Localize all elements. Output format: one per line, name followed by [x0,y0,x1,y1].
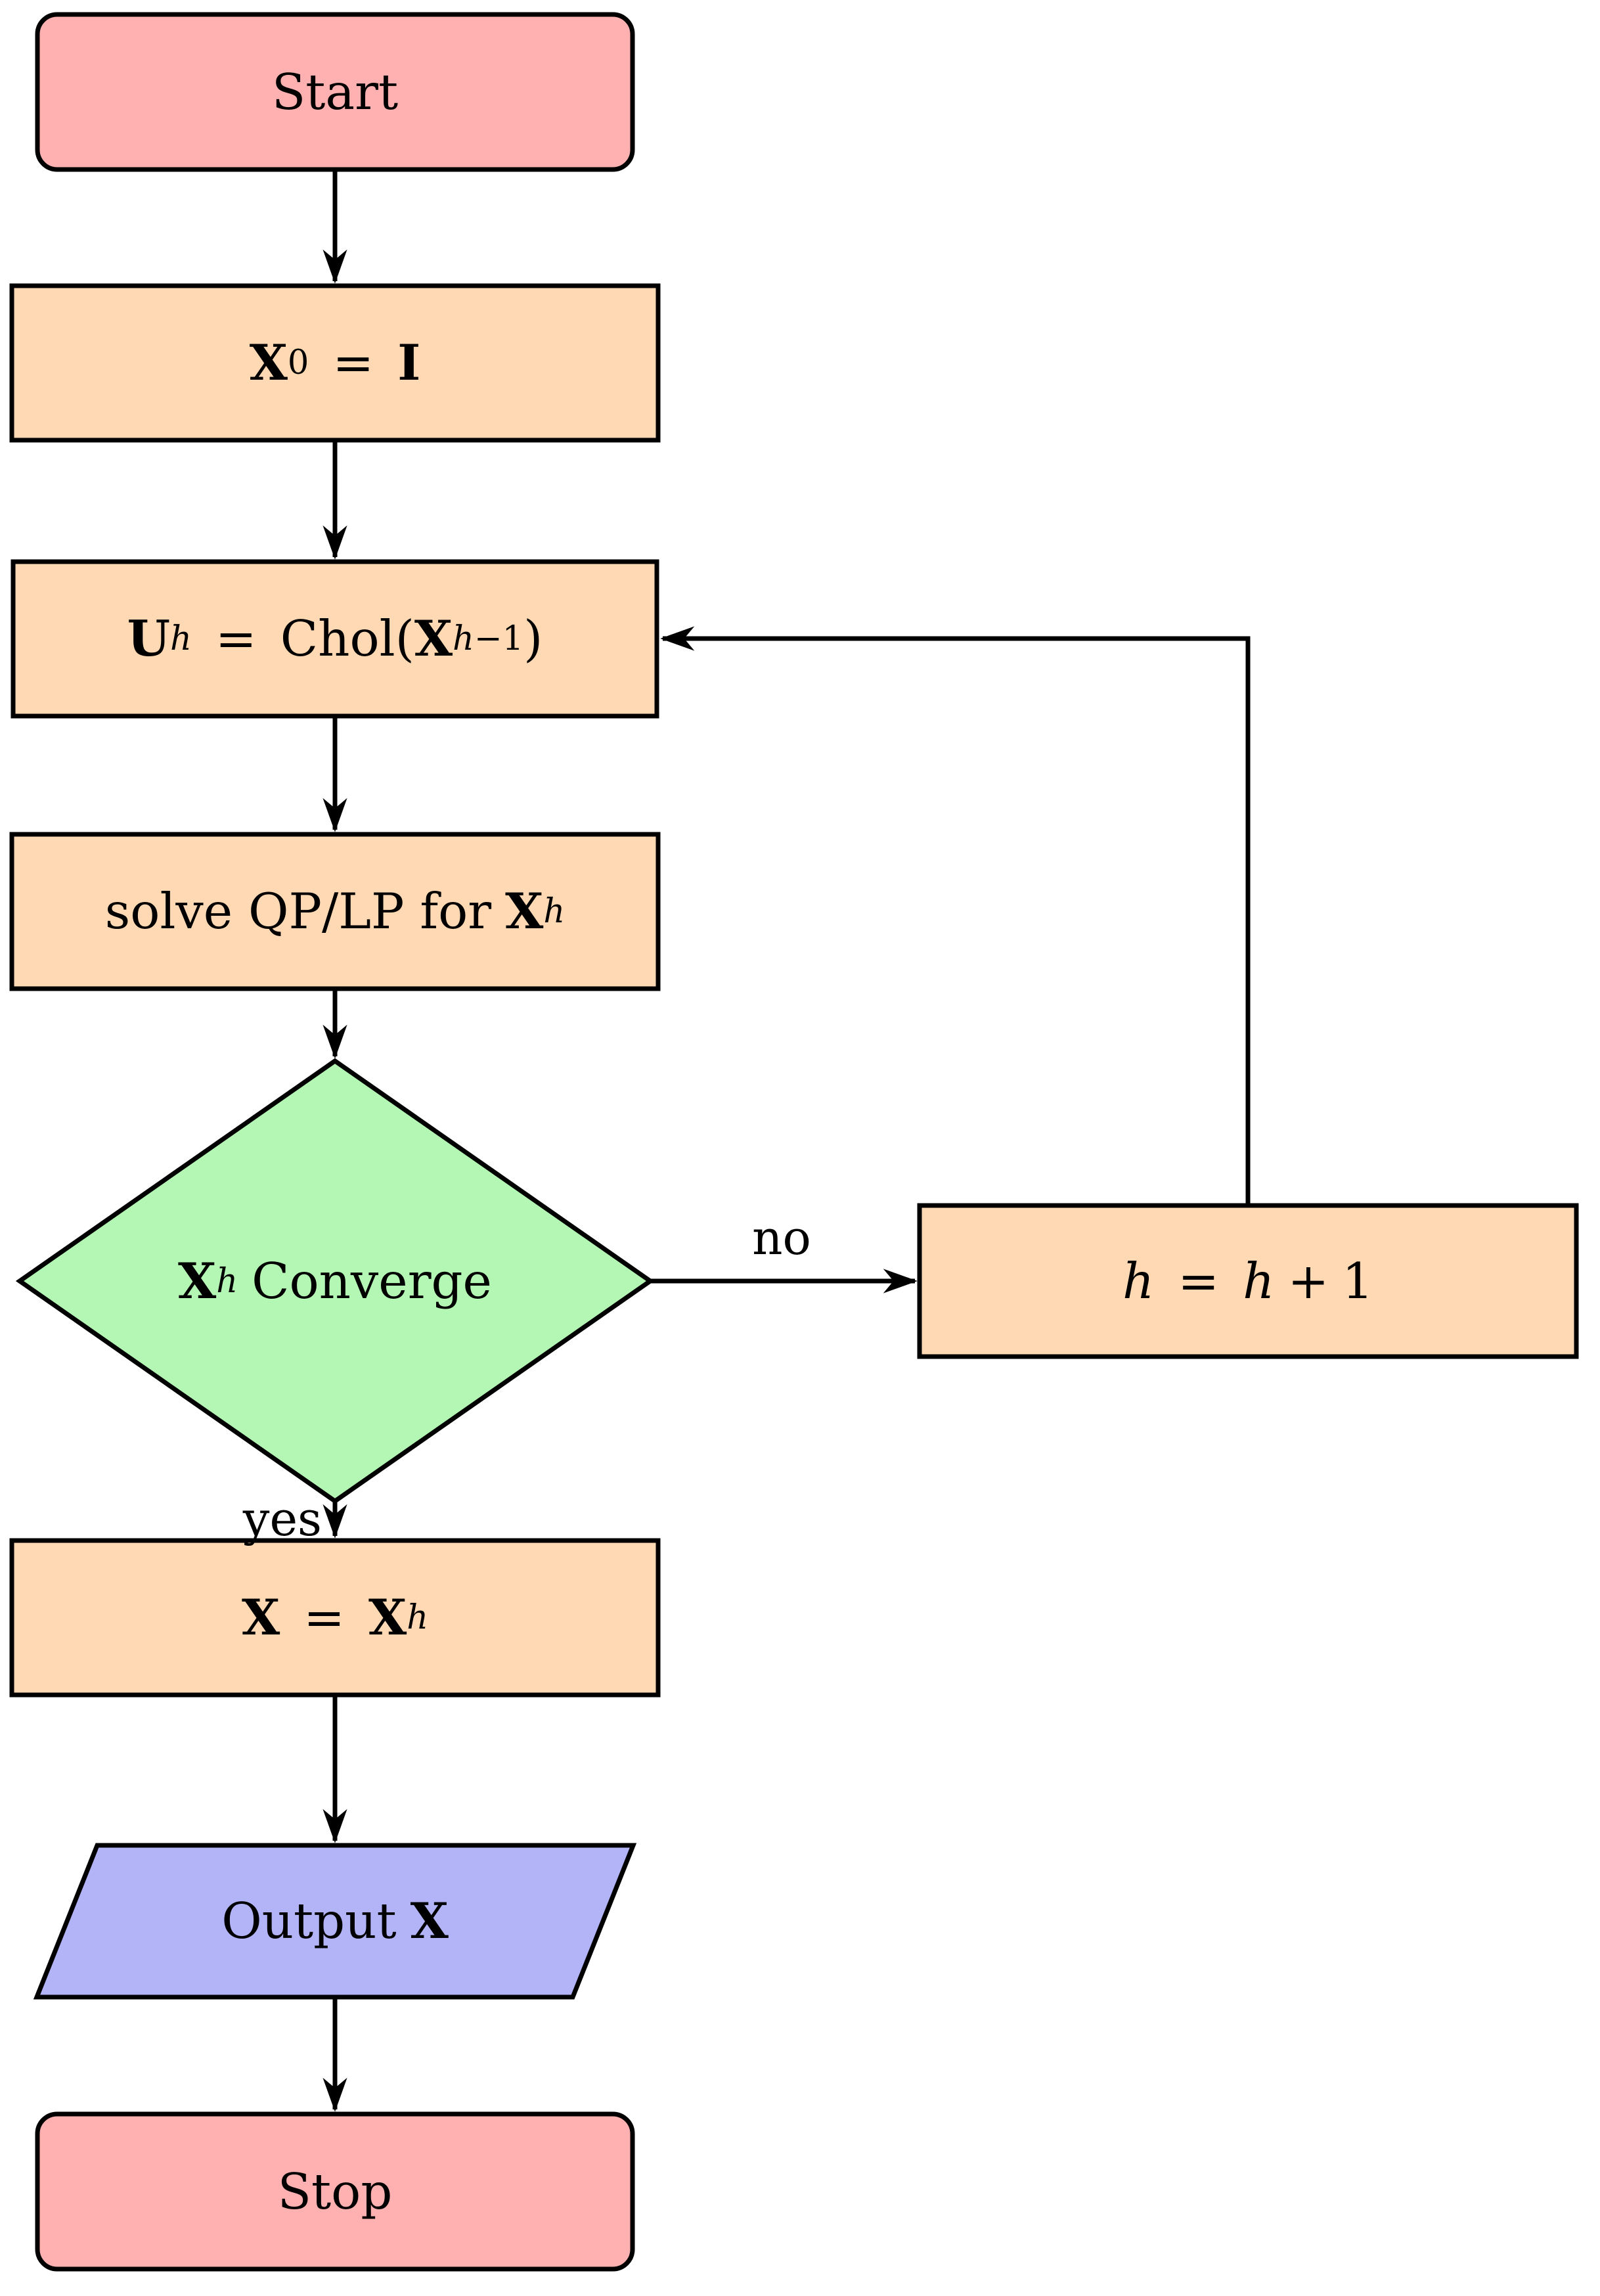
inc-node-shape [917,1203,1579,1359]
inc-node-label: h=h+1 [920,1205,1576,1357]
solve-node-shape [9,832,661,991]
init-node-shape [9,283,661,443]
arrow-inc-loop-to-chol [660,626,1251,1205]
init-rhs: I [397,334,421,392]
output-var: X [410,1892,449,1950]
start-node-shape [35,12,635,172]
chol-lhs-sub: h [170,619,192,658]
chol-lhs: U [127,610,171,667]
assign-equals: = [303,1588,345,1646]
start-text: Start [271,62,399,121]
stop-text: Stop [277,2162,393,2220]
inc-equals: = [1178,1251,1220,1310]
chol-arg: X [414,610,453,667]
assign-rhs-sub: h [407,1598,429,1637]
inc-rhs: h [1243,1251,1275,1310]
assign-rhs: X [368,1588,407,1646]
inc-plus: + [1287,1251,1329,1310]
assign-node-shape [9,1538,661,1698]
assign-lhs: X [241,1588,280,1646]
output-pre: Output [221,1892,397,1950]
solve-var-sub: h [543,892,566,931]
yes-text: yes [242,1491,322,1546]
decide-var-sub: h [216,1261,238,1301]
no-edge-label: no [709,1207,854,1268]
init-lhs: X [249,334,288,392]
decide-node-shape [15,1058,655,1504]
solve-pre: solve QP/LP for [104,882,492,940]
decide-post: Converge [252,1251,492,1310]
init-lhs-sub: 0 [287,344,309,382]
inc-one: 1 [1342,1251,1374,1310]
stop-node-label: Stop [37,2114,633,2269]
chol-equals: = [215,610,257,667]
yes-edge-label: yes [151,1489,322,1549]
chol-arg-sub-var: h [453,619,474,658]
chol-fn: Chol( [280,610,414,667]
inc-lhs: h [1122,1251,1155,1310]
chol-node-shape [11,559,659,719]
chol-arg-sub-rest: −1 [474,619,524,658]
start-node-label: Start [37,14,633,169]
solve-var: X [505,882,544,940]
decide-var: X [178,1251,217,1310]
no-text: no [752,1210,811,1265]
chol-close-paren: ) [523,610,543,667]
output-node-shape [33,1843,637,2000]
stop-node-shape [35,2111,635,2272]
init-equals: = [332,334,374,392]
